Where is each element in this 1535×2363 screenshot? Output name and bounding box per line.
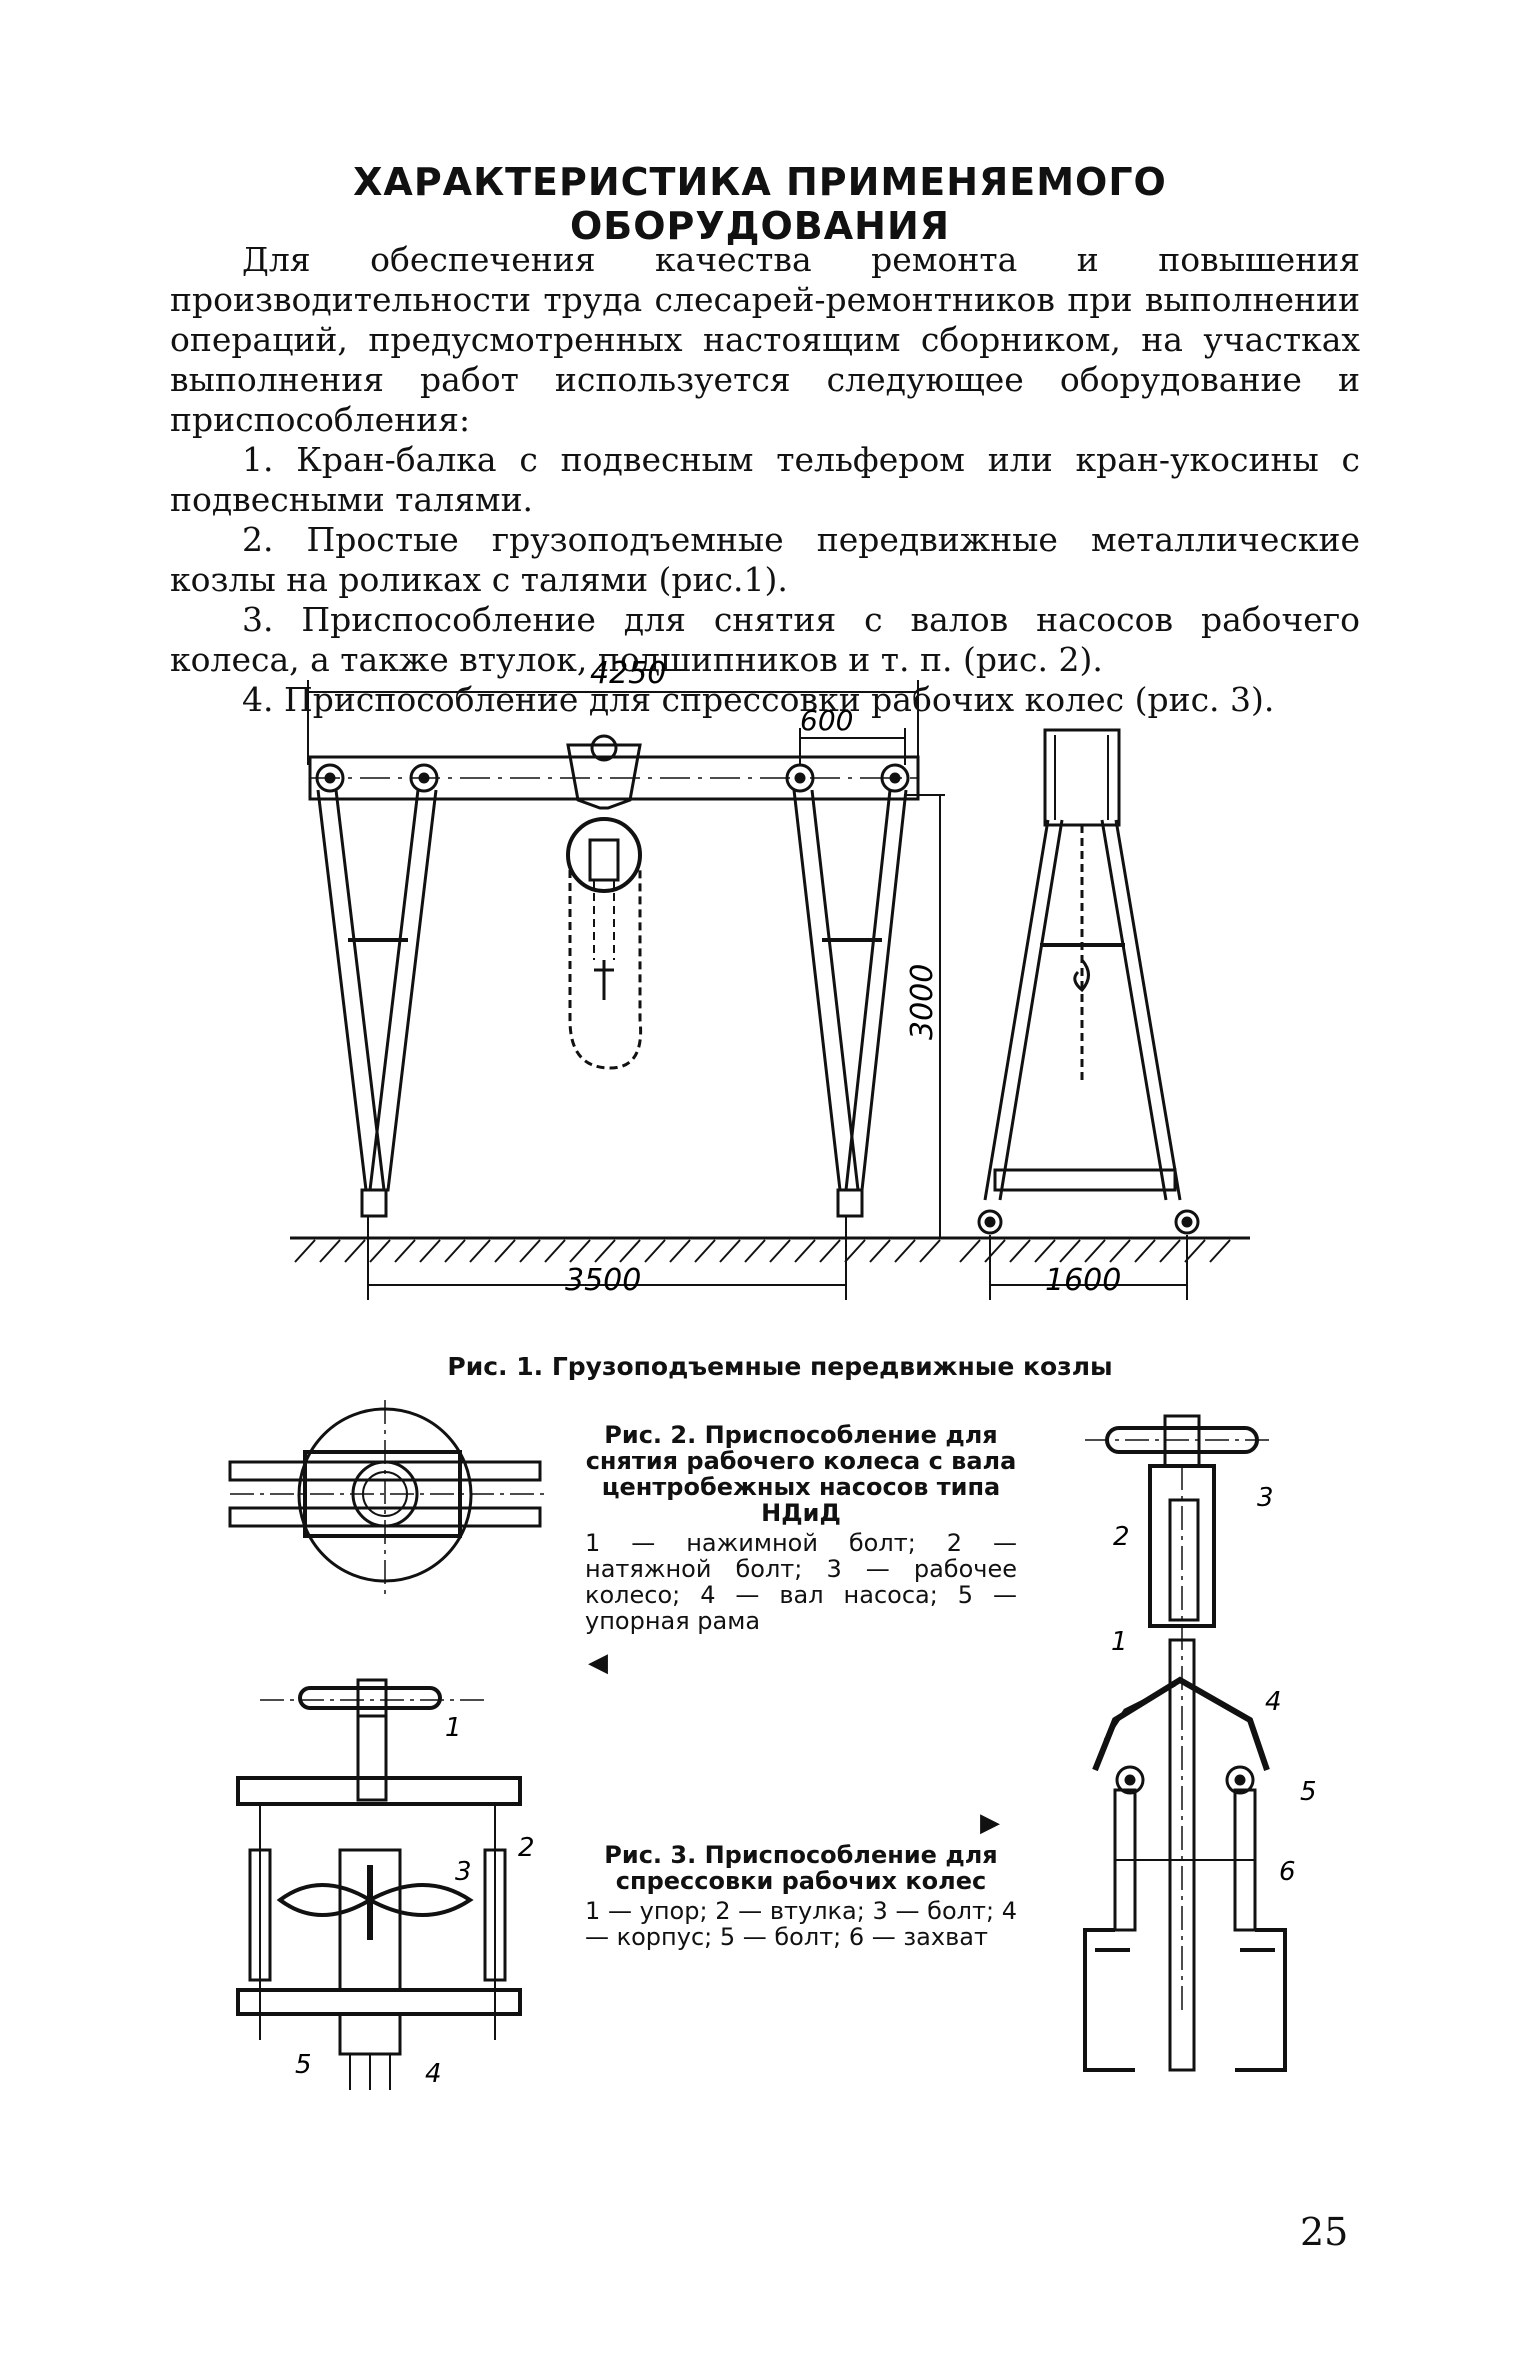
dim-label: 3000 bbox=[905, 964, 940, 1040]
part-label: 3 bbox=[1257, 1483, 1274, 1513]
figure-2-title: Рис. 2. Приспособление для снятия рабоче… bbox=[585, 1421, 1017, 1527]
part-label: 1 bbox=[445, 1713, 462, 1743]
dim-label: 4250 bbox=[590, 656, 666, 691]
figure-3-title: Рис. 3. Приспособление для спрессовки ра… bbox=[604, 1841, 998, 1895]
part-label: 6 bbox=[1279, 1857, 1296, 1887]
intro-paragraph: Для обеспечения качества ремонта и повыш… bbox=[170, 240, 1360, 439]
part-label: 4 bbox=[1265, 1687, 1282, 1717]
figure-1-gantry-drawing: 4250 600 3000 3500 1600 bbox=[290, 656, 1250, 1300]
part-label: 5 bbox=[1300, 1777, 1317, 1807]
part-label: 2 bbox=[1113, 1522, 1130, 1552]
figure-2-caption: Рис. 2. Приспособление для снятия рабоче… bbox=[585, 1422, 1017, 1634]
figure-2-puller-drawing: 1 2 3 4 5 bbox=[228, 1400, 550, 2090]
pointer-right-icon: ▶ bbox=[980, 1808, 1000, 1838]
body-text: Для обеспечения качества ремонта и повыш… bbox=[170, 240, 1360, 720]
list-item: 4. Приспособление для спрессовки рабочих… bbox=[242, 680, 1275, 719]
part-label: 1 bbox=[1111, 1627, 1128, 1657]
part-label: 2 bbox=[518, 1833, 535, 1863]
list-item: 1. Кран-балка с подвесным тельфером или … bbox=[170, 440, 1360, 519]
figure-3-caption: Рис. 3. Приспособление для спрессовки ра… bbox=[585, 1842, 1017, 1950]
dim-label: 1600 bbox=[1045, 1263, 1121, 1298]
figure-2-legend: 1 — нажимной болт; 2 — натяжной болт; 3 … bbox=[585, 1529, 1017, 1635]
list-item: 2. Простые грузоподъемные передвижные ме… bbox=[170, 520, 1360, 599]
part-label: 3 bbox=[455, 1857, 472, 1887]
pointer-left-icon: ◀ bbox=[588, 1648, 608, 1678]
section-heading: ХАРАКТЕРИСТИКА ПРИМЕНЯЕМОГО ОБОРУДОВАНИЯ bbox=[353, 160, 1167, 248]
part-label: 5 bbox=[295, 2050, 312, 2080]
dim-label: 3500 bbox=[565, 1263, 641, 1298]
figure-3-legend: 1 — упор; 2 — втулка; 3 — болт; 4 — корп… bbox=[585, 1897, 1017, 1951]
figure-3-press-drawing: 1 2 3 4 5 6 bbox=[1083, 1414, 1317, 2072]
dim-label: 600 bbox=[800, 704, 853, 737]
page-number: 25 bbox=[1300, 2210, 1349, 2254]
figure-1-caption: Рис. 1. Грузоподъемные передвижные козлы bbox=[447, 1352, 1113, 1381]
list-item: 3. Приспособление для снятия с валов нас… bbox=[170, 600, 1360, 679]
part-label: 4 bbox=[425, 2059, 442, 2089]
